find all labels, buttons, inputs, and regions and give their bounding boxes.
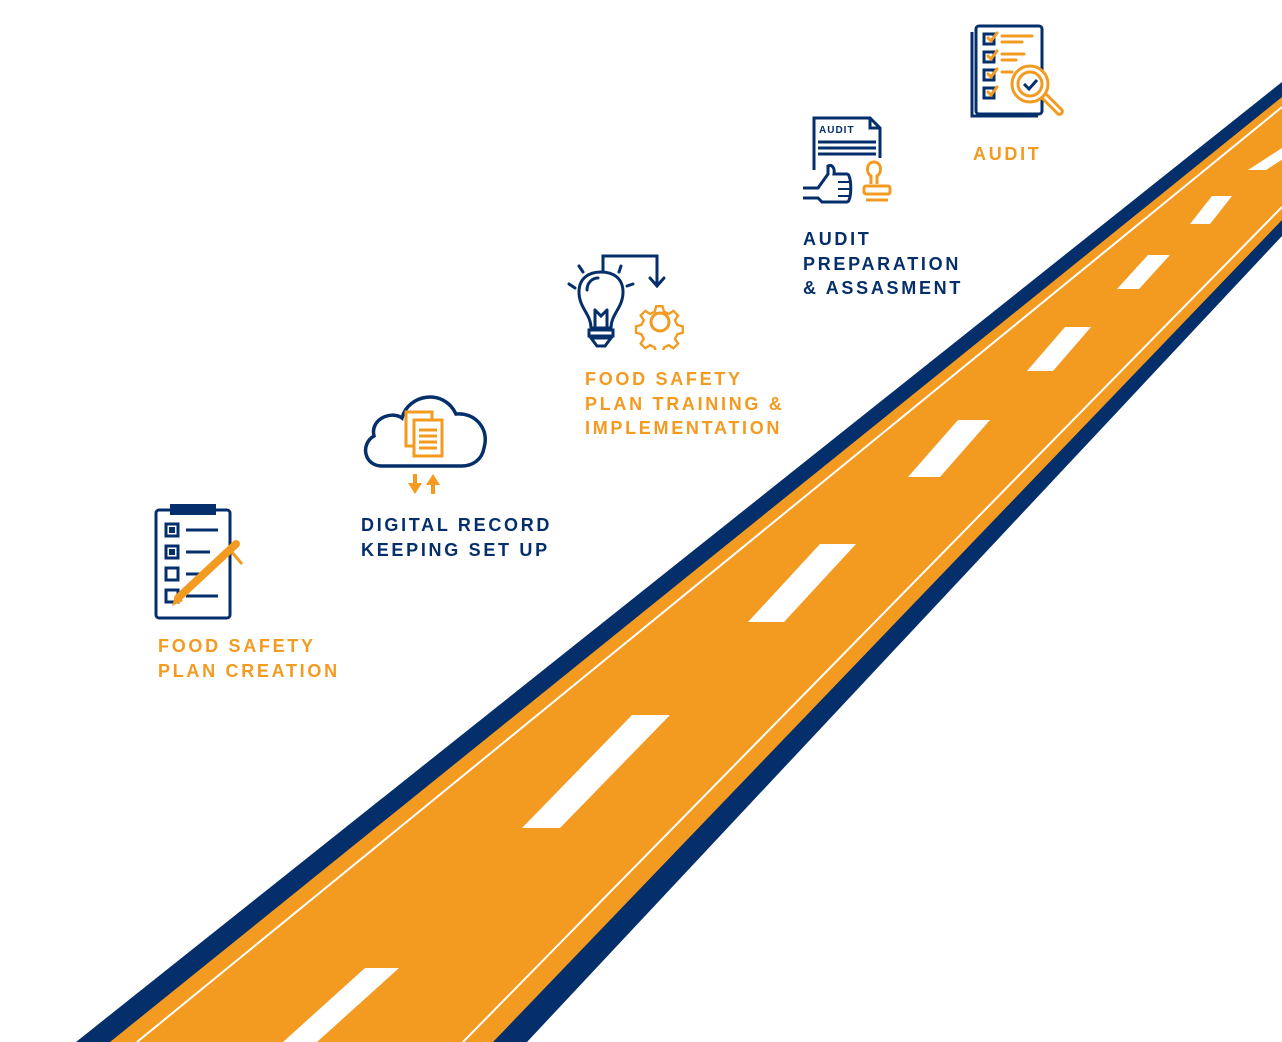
- milestone-label-line: PREPARATION: [803, 253, 962, 274]
- milestone-food-safety-plan-creation: FOOD SAFETY PLAN CREATION: [158, 634, 340, 683]
- road-dash: [1190, 196, 1232, 224]
- milestone-label-line: FOOD SAFETY: [158, 636, 316, 656]
- clipboard-checklist-pen-icon: [154, 504, 244, 620]
- road-left-edge-line: [136, 106, 1282, 1042]
- road-dash: [748, 544, 856, 622]
- milestone-label-line: AUDIT: [973, 144, 1042, 164]
- road-dash: [1117, 255, 1170, 289]
- milestone-label-line: IMPLEMENTATION: [585, 418, 783, 438]
- milestone-label-line: PLAN CREATION: [158, 660, 340, 681]
- milestone-label-line: PLAN TRAINING &: [585, 393, 785, 414]
- milestone-label-line: KEEPING SET UP: [361, 539, 550, 560]
- road-right-edge-line: [462, 206, 1282, 1042]
- road-dash: [522, 715, 670, 828]
- milestone-audit: AUDIT: [973, 142, 1042, 167]
- road-dash: [908, 420, 990, 477]
- road-outer-border: [76, 82, 1282, 1042]
- milestone-label-line: DIGITAL RECORD: [361, 515, 553, 535]
- checklist-magnifier-icon: [970, 24, 1064, 118]
- road-dash: [1027, 327, 1091, 371]
- road-dash: [1248, 148, 1282, 170]
- milestone-food-safety-plan-training: FOOD SAFETY PLAN TRAINING & IMPLEMENTATI…: [585, 367, 785, 441]
- road-dash: [283, 968, 399, 1042]
- milestone-digital-record-keeping: DIGITAL RECORD KEEPING SET UP: [361, 513, 552, 562]
- milestone-label-line: & ASSASMENT: [803, 278, 964, 298]
- road-surface: [110, 97, 1282, 1042]
- road-center-dashes: [283, 148, 1282, 1042]
- milestone-label-line: FOOD SAFETY: [585, 369, 743, 389]
- audit-document-approval-icon: AUDIT: [803, 116, 892, 204]
- audit-document-title: AUDIT: [819, 125, 855, 136]
- milestone-label-line: AUDIT: [803, 229, 872, 249]
- lightbulb-gear-icon: [567, 254, 684, 350]
- cloud-documents-sync-icon: [363, 395, 488, 494]
- milestone-audit-preparation: AUDIT PREPARATION & ASSASMENT: [803, 227, 963, 301]
